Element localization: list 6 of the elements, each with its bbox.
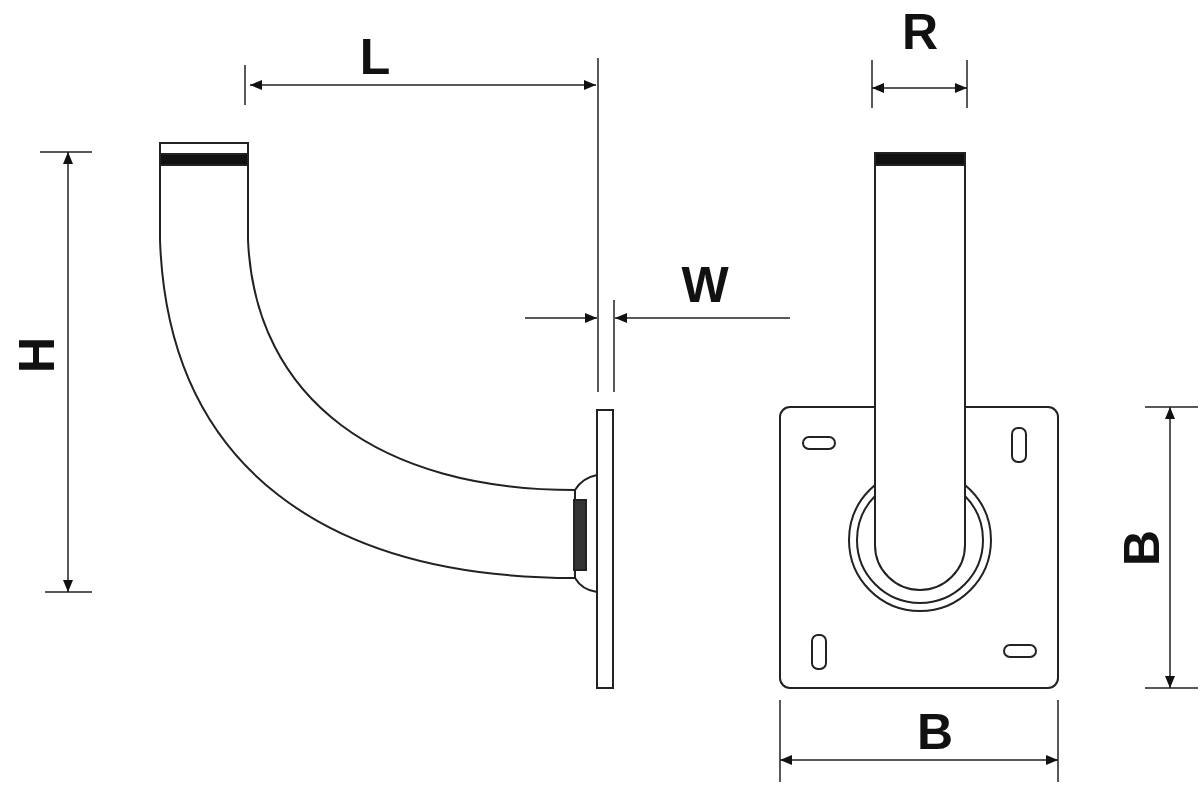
dimension-label: W bbox=[681, 260, 729, 310]
dimension-label: L bbox=[359, 32, 391, 82]
dimension-label: H bbox=[12, 336, 62, 374]
dimension-label: B bbox=[1117, 529, 1167, 567]
dimension-label: R bbox=[901, 7, 939, 57]
dimension-label: B bbox=[916, 707, 954, 757]
